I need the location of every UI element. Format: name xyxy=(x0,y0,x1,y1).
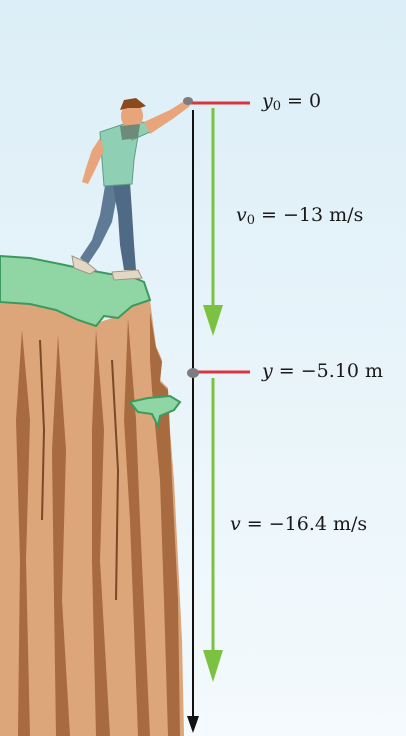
stone-icon xyxy=(183,97,193,105)
v-velocity-arrow xyxy=(203,378,223,682)
rock-streak xyxy=(124,318,150,736)
v-label: v = −16.4 m/s xyxy=(230,513,368,535)
person-throwing-icon xyxy=(71,98,190,281)
stone-icon xyxy=(187,368,199,378)
rock-crack xyxy=(39,339,46,521)
rock-crack xyxy=(111,359,120,601)
position-axis xyxy=(187,110,199,733)
y-label: y = −5.10 m xyxy=(262,360,384,382)
rock-streak xyxy=(52,335,70,736)
cliff-icon xyxy=(0,254,184,736)
axis-arrowhead xyxy=(187,716,199,733)
rock-streak xyxy=(16,330,30,736)
v0-label: v0 = −13 m/s xyxy=(236,204,364,228)
grass-ledge xyxy=(128,394,182,430)
y0-label: y0 = 0 xyxy=(262,90,322,114)
rock-streak xyxy=(92,330,110,736)
v0-velocity-arrow xyxy=(203,108,223,336)
